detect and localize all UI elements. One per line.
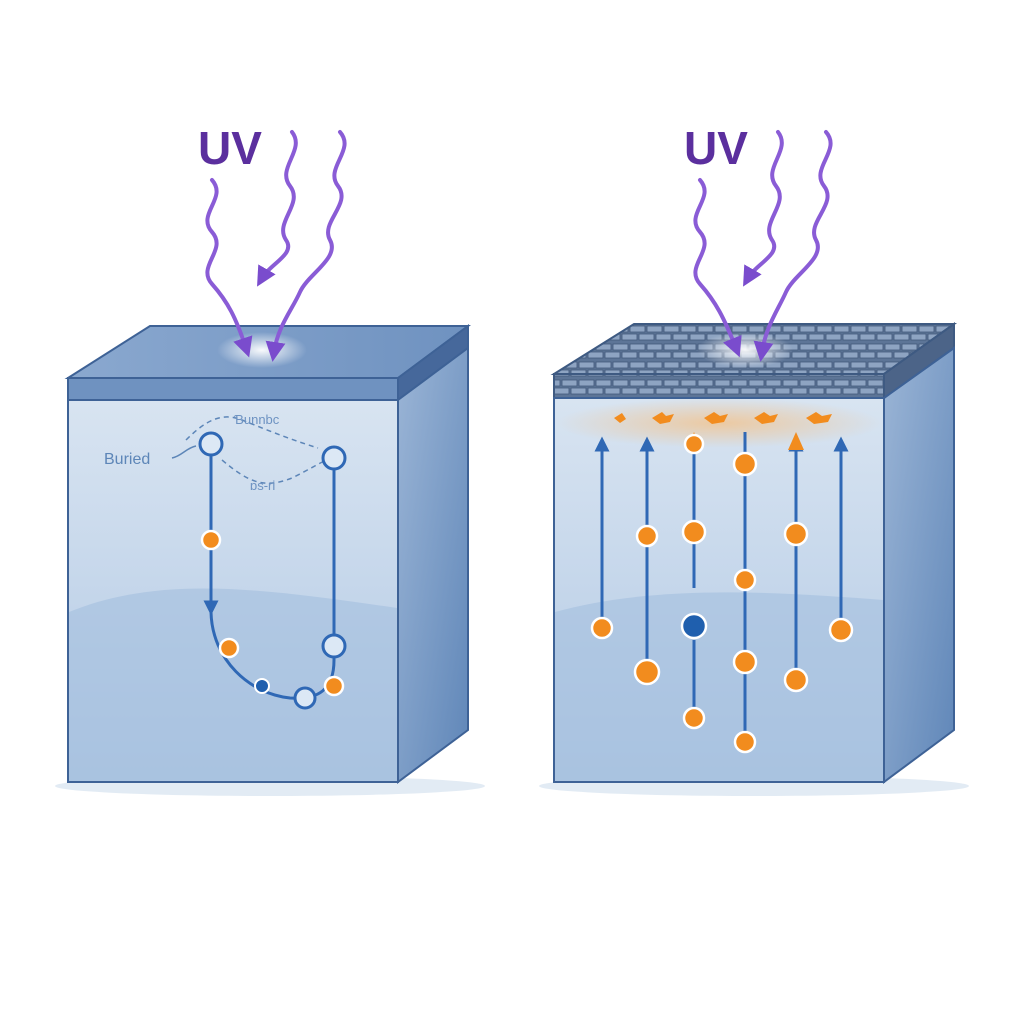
left-block-slab-edge xyxy=(67,377,399,401)
blue-particle-icon xyxy=(680,612,708,640)
left-block-water-band xyxy=(69,588,397,781)
left-block xyxy=(55,324,485,796)
electron-particle-icon xyxy=(783,521,809,547)
left-particles xyxy=(198,431,347,710)
electron-particle-icon xyxy=(218,637,240,659)
left-label-buried: Buried xyxy=(104,451,150,468)
right-block xyxy=(539,322,969,796)
left-uv-label: UV xyxy=(198,122,262,174)
uv-wave-icon xyxy=(753,130,833,362)
right-uv-glow xyxy=(697,332,793,368)
right-uv-waves xyxy=(693,130,833,362)
left-uv-glow xyxy=(217,332,307,368)
right-particles xyxy=(590,433,854,754)
arrow-tip-orange xyxy=(788,432,804,450)
left-buried-leader xyxy=(171,445,197,459)
uv-wave-icon xyxy=(743,130,784,287)
electron-particle-icon xyxy=(682,706,706,730)
electron-particle-icon xyxy=(683,433,705,455)
hole-particle-icon xyxy=(198,431,224,457)
right-block-stone-edge xyxy=(553,373,885,399)
left-label-top: Ɓunnbc xyxy=(234,412,280,427)
uv-wave-icon xyxy=(265,130,347,362)
right-surface-sparks xyxy=(614,412,832,424)
right-uv-label: UV xyxy=(684,122,748,174)
spark-icon xyxy=(704,412,728,424)
spark-icon xyxy=(614,413,626,423)
right-block-side xyxy=(883,346,955,784)
electron-particle-icon xyxy=(323,675,345,697)
electron-particle-icon xyxy=(200,529,222,551)
electron-particle-icon xyxy=(733,568,757,592)
uv-wave-icon xyxy=(257,130,298,287)
left-recombination-loop-lower xyxy=(221,457,331,484)
left-uv-waves xyxy=(205,130,347,362)
left-block-side xyxy=(397,346,469,784)
hole-particle-icon xyxy=(293,686,317,710)
electron-particle-icon xyxy=(783,667,809,693)
electron-particle-icon xyxy=(733,730,757,754)
spark-icon xyxy=(652,412,674,424)
spark-icon xyxy=(806,412,832,424)
electron-particle-icon xyxy=(732,649,758,675)
electron-particle-icon xyxy=(633,658,661,686)
left-recombination-loop xyxy=(185,416,319,449)
hole-particle-icon xyxy=(321,445,347,471)
spark-icon xyxy=(754,412,778,424)
uv-wave-icon xyxy=(693,178,742,358)
left-label-mid: ɒs-ri xyxy=(250,478,275,493)
electron-particle-icon xyxy=(828,617,854,643)
electron-particle-icon xyxy=(635,524,659,548)
electron-particle-icon xyxy=(732,451,758,477)
electron-particle-icon xyxy=(681,519,707,545)
hole-particle-icon xyxy=(321,633,347,659)
right-surface-glow xyxy=(556,398,882,448)
electron-particle-icon xyxy=(590,616,614,640)
blue-particle-icon xyxy=(254,678,270,694)
uv-wave-icon xyxy=(205,178,253,358)
right-block-water-band xyxy=(555,592,883,781)
